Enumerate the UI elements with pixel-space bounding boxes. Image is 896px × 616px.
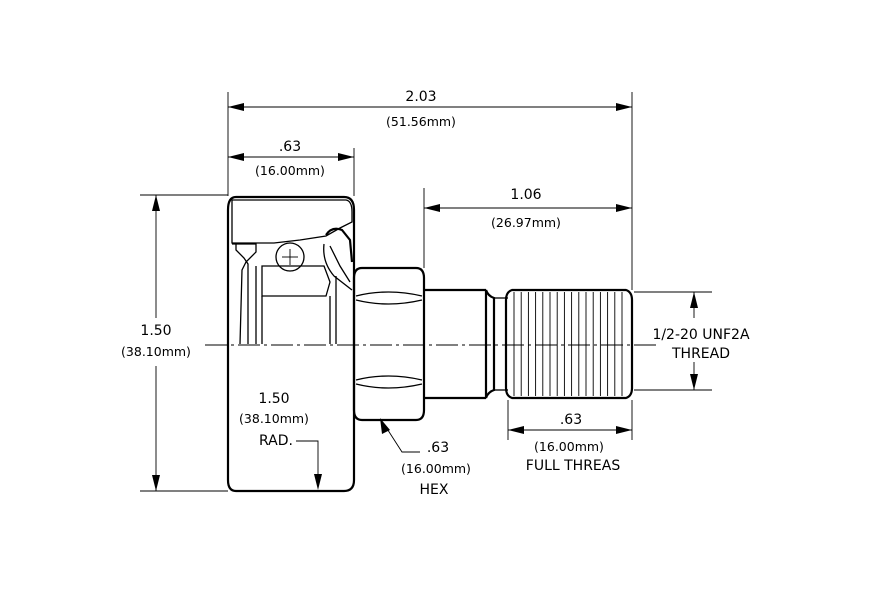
thread-spec: 1/2-20 UNF2A: [652, 327, 750, 343]
extension-lines: [140, 92, 712, 492]
roller-diameter-value: 1.50: [140, 323, 171, 339]
stud-length-value: 1.06: [510, 187, 541, 203]
roller-width-value: .63: [279, 139, 301, 155]
thread-note: THREAD: [671, 346, 730, 362]
thread-length-note: FULL THREAS: [526, 458, 621, 474]
overall-length-metric: (51.56mm): [386, 114, 456, 129]
stud-shank: [424, 288, 508, 400]
threaded-portion: [504, 288, 634, 400]
crown-radius-value: 1.50: [258, 391, 289, 407]
dimension-lines: [152, 103, 698, 491]
hex-size-value: .63: [427, 440, 449, 456]
hex-head: [352, 266, 426, 422]
roller-width-metric: (16.00mm): [255, 163, 325, 178]
thread-length-metric: (16.00mm): [534, 439, 604, 454]
stud-length-metric: (26.97mm): [491, 215, 561, 230]
roller: [226, 195, 356, 493]
roller-diameter-metric: (38.10mm): [121, 344, 191, 359]
hex-size-note: HEX: [420, 482, 449, 498]
bearing-ball: [275, 242, 305, 272]
crown-radius-metric: (38.10mm): [239, 411, 309, 426]
crown-radius-note: RAD.: [259, 433, 293, 449]
thread-length-value: .63: [560, 412, 582, 428]
hex-size-metric: (16.00mm): [401, 461, 471, 476]
overall-length-value: 2.03: [405, 89, 436, 105]
